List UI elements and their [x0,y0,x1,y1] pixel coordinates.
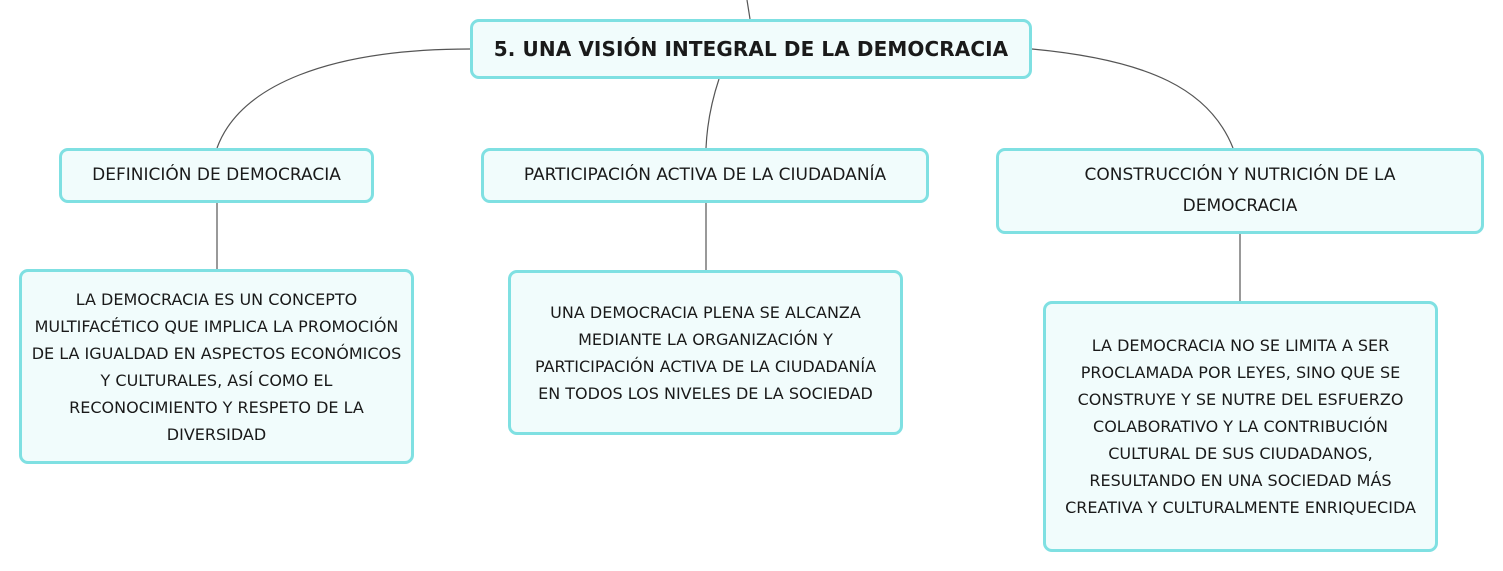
root-topic-label: 5. UNA VISIÓN INTEGRAL DE LA DEMOCRACIA [493,37,1009,61]
subtopic-text: UNA DEMOCRACIA PLENA SE ALCANZA MEDIANTE… [534,302,877,403]
topic-construccion-y-nutricion[interactable]: CONSTRUCCIÓN Y NUTRICIÓN DE LA DEMOCRACI… [996,148,1484,234]
topic-definicion-de-democracia[interactable]: DEFINICIÓN DE DEMOCRACIA [59,148,374,203]
subtopic-text: LA DEMOCRACIA ES UN CONCEPTO MULTIFACÉTI… [31,289,402,444]
subtopic-text: LA DEMOCRACIA NO SE LIMITA A SER PROCLAM… [1065,336,1416,517]
connector-root-to-definicion [216,48,471,149]
subtopic-definicion-detail[interactable]: LA DEMOCRACIA ES UN CONCEPTO MULTIFACÉTI… [19,269,414,464]
connector-root-to-construccion [1031,48,1234,149]
connector-root-to-participacion [705,78,720,149]
topic-label: PARTICIPACIÓN ACTIVA DE LA CIUDADANÍA [523,165,887,185]
topic-label: CONSTRUCCIÓN Y NUTRICIÓN DE LA DEMOCRACI… [1084,165,1396,216]
topic-label: DEFINICIÓN DE DEMOCRACIA [92,165,341,185]
subtopic-construccion-detail[interactable]: LA DEMOCRACIA NO SE LIMITA A SER PROCLAM… [1043,301,1438,552]
subtopic-participacion-detail[interactable]: UNA DEMOCRACIA PLENA SE ALCANZA MEDIANTE… [508,270,903,435]
root-topic[interactable]: 5. UNA VISIÓN INTEGRAL DE LA DEMOCRACIA [470,19,1032,79]
topic-participacion-activa[interactable]: PARTICIPACIÓN ACTIVA DE LA CIUDADANÍA [481,148,929,203]
connector-parent-to-root [746,0,751,20]
